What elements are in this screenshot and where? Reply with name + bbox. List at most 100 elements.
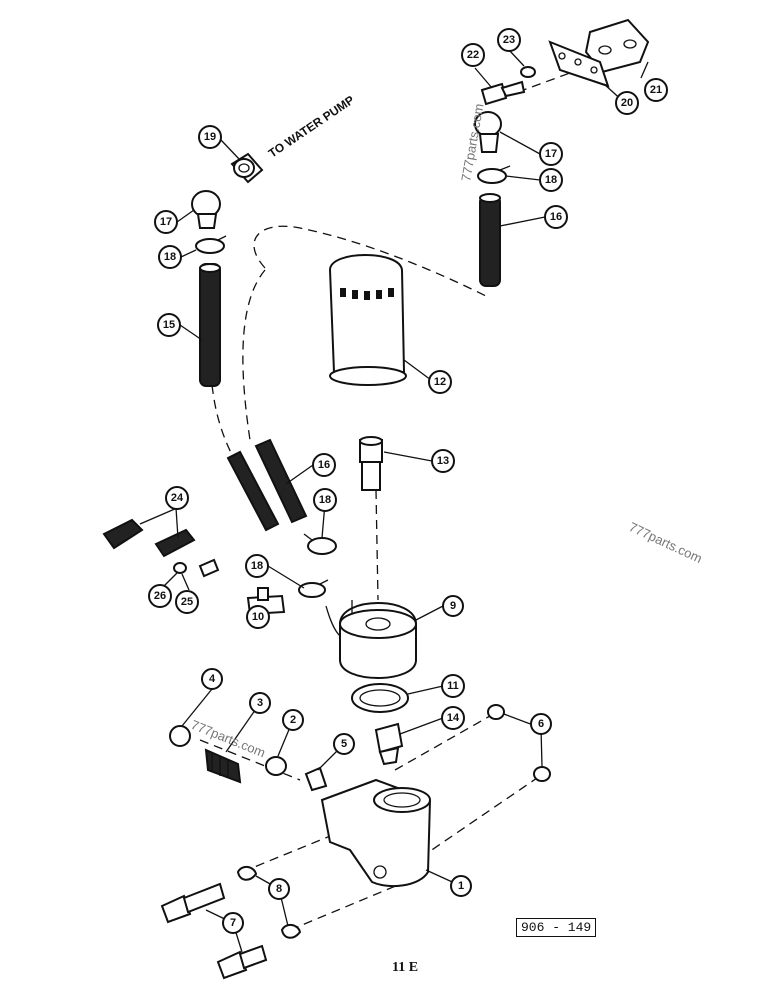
svg-text:5: 5 (341, 738, 347, 750)
svg-text:7: 7 (230, 917, 236, 929)
svg-text:11: 11 (447, 680, 459, 692)
callout-1: 1 (450, 875, 472, 897)
svg-text:18: 18 (251, 560, 263, 572)
o-ring-part (351, 683, 409, 713)
svg-text:14: 14 (447, 712, 460, 724)
hose-clamp-part (195, 235, 227, 254)
callout-24: 24 (165, 486, 189, 510)
callout-4: 4 (201, 668, 223, 690)
svg-text:2: 2 (290, 714, 296, 726)
callout-19: 19 (198, 125, 222, 149)
callout-20: 20 (615, 91, 639, 115)
washer-part (520, 66, 536, 78)
callout-16-middle: 16 (312, 453, 336, 477)
fitting-part (230, 152, 264, 184)
svg-text:17: 17 (160, 216, 172, 228)
svg-text:18: 18 (319, 494, 331, 506)
filter-housing-part (320, 778, 432, 888)
o-ring-part (487, 704, 505, 720)
bolt-part (480, 80, 526, 106)
svg-text:15: 15 (163, 319, 175, 331)
svg-text:20: 20 (621, 97, 633, 109)
callout-18-lower: 18 (245, 554, 269, 578)
watermark: 777parts.com (189, 717, 268, 760)
svg-text:18: 18 (545, 174, 557, 186)
leader-lines (139, 49, 649, 953)
clip-part (102, 518, 196, 558)
callout-14: 14 (441, 706, 465, 730)
gasket-part (584, 18, 650, 74)
snap-ring-part (236, 866, 258, 881)
elbow-fitting-part (474, 111, 502, 153)
svg-text:8: 8 (276, 883, 282, 895)
hose-part (479, 193, 501, 287)
hose-clamp-part (477, 165, 511, 184)
callout-3: 3 (249, 692, 271, 714)
svg-text:23: 23 (503, 34, 515, 46)
svg-text:17: 17 (545, 148, 557, 160)
oil-filter-part (328, 254, 407, 386)
callout-16-upper: 16 (544, 205, 568, 229)
callout-10: 10 (246, 605, 270, 629)
hose-clamp-part (298, 579, 329, 598)
callout-18-middle: 18 (313, 488, 337, 512)
callout-21: 21 (644, 78, 668, 102)
callout-5: 5 (333, 733, 355, 755)
svg-text:9: 9 (450, 600, 456, 612)
svg-text:3: 3 (257, 697, 263, 709)
washer-part (173, 562, 187, 574)
callout-9: 9 (442, 595, 464, 617)
water-pump-note: TO WATER PUMP (266, 93, 357, 161)
callout-12: 12 (428, 370, 452, 394)
svg-text:4: 4 (209, 673, 216, 685)
callout-7: 7 (222, 912, 244, 934)
svg-text:12: 12 (434, 376, 446, 388)
callout-2: 2 (282, 709, 304, 731)
svg-text:19: 19 (204, 131, 216, 143)
svg-text:16: 16 (318, 459, 330, 471)
svg-text:16: 16 (550, 211, 562, 223)
callout-18-upper: 18 (539, 168, 563, 192)
hose-part (199, 263, 221, 387)
screw-part (198, 558, 220, 578)
callout-23: 23 (497, 28, 521, 52)
svg-text:6: 6 (538, 718, 544, 730)
svg-text:22: 22 (467, 49, 479, 61)
svg-text:26: 26 (154, 590, 166, 602)
valve-part (265, 756, 287, 776)
callout-11: 11 (441, 674, 465, 698)
callout-25: 25 (175, 590, 199, 614)
svg-text:18: 18 (164, 251, 176, 263)
svg-text:21: 21 (650, 84, 662, 96)
plug-part (169, 725, 191, 747)
hose-clamp-part (303, 533, 337, 555)
svg-text:24: 24 (171, 492, 184, 504)
page-number: 11 E (392, 960, 419, 975)
svg-text:13: 13 (437, 455, 449, 467)
callout-17-left: 17 (154, 210, 178, 234)
svg-text:25: 25 (181, 596, 193, 608)
watermark: 777parts.com (627, 519, 705, 566)
callout-15: 15 (157, 313, 181, 337)
nipple-fitting-part (359, 436, 383, 491)
bolt-part (216, 944, 268, 980)
snap-ring-part (280, 924, 302, 939)
callout-18-left: 18 (158, 245, 182, 269)
callout-13: 13 (431, 449, 455, 473)
callout-17-upper: 17 (539, 142, 563, 166)
bolt-part (160, 882, 226, 924)
hose-pair-part (226, 438, 308, 532)
elbow-fitting-part (191, 190, 221, 229)
callout-8: 8 (268, 878, 290, 900)
assembly-dashed-lines (199, 61, 601, 931)
drawing-reference-code: 906 - 149 (516, 918, 597, 937)
callout-26: 26 (148, 584, 172, 608)
plate-part (548, 40, 610, 88)
o-ring-part (533, 766, 551, 782)
fitting-part (374, 722, 404, 766)
callout-6: 6 (530, 713, 552, 735)
callout-22: 22 (461, 43, 485, 67)
plug-part (304, 766, 328, 792)
svg-text:10: 10 (252, 611, 264, 623)
